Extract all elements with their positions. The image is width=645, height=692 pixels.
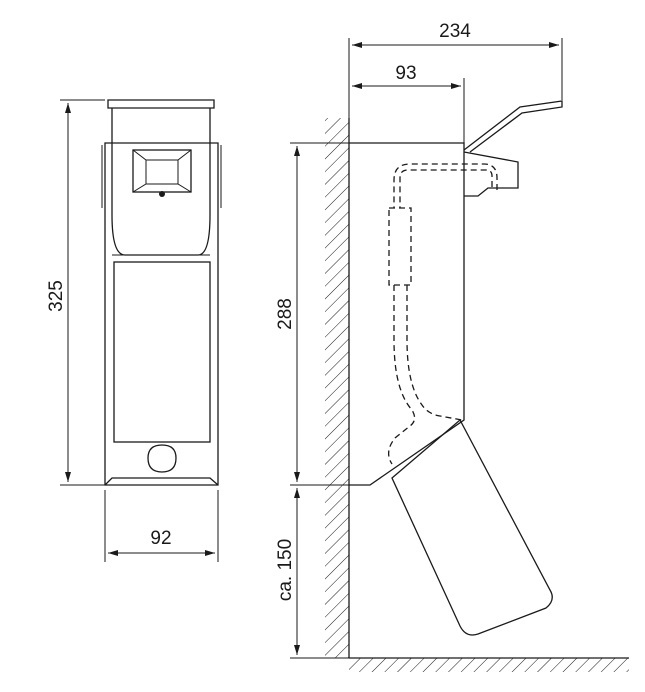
- dim-body-depth: 93: [352, 63, 465, 143]
- dim-label-288: 288: [275, 298, 296, 330]
- dim-front-width: 92: [104, 490, 219, 562]
- dim-side-height: 288: [275, 142, 349, 486]
- front-view: [101, 99, 222, 486]
- dim-bottle-clearance: ca. 150: [275, 488, 349, 659]
- nozzle-dot: [159, 191, 165, 197]
- side-bottle: [391, 418, 553, 636]
- dim-overall-depth: 234: [348, 21, 563, 118]
- side-housing: [349, 142, 465, 486]
- bottle-window: [113, 261, 211, 443]
- front-cover-panel: [111, 214, 211, 256]
- dim-label-92: 92: [150, 528, 171, 549]
- pump-cylinder: [388, 207, 412, 286]
- side-pump-head: [463, 151, 519, 197]
- dim-label-ca-150: ca. 150: [275, 539, 296, 601]
- dim-label-325: 325: [46, 280, 67, 312]
- side-view: [349, 100, 563, 636]
- dim-label-93: 93: [395, 63, 416, 84]
- dim-front-height: 325: [46, 99, 105, 486]
- dim-label-234: 234: [439, 21, 471, 42]
- side-lever-arm: [463, 100, 563, 153]
- front-lever-bar: [107, 99, 215, 109]
- drip-slot: [147, 444, 177, 473]
- wall: [325, 118, 629, 672]
